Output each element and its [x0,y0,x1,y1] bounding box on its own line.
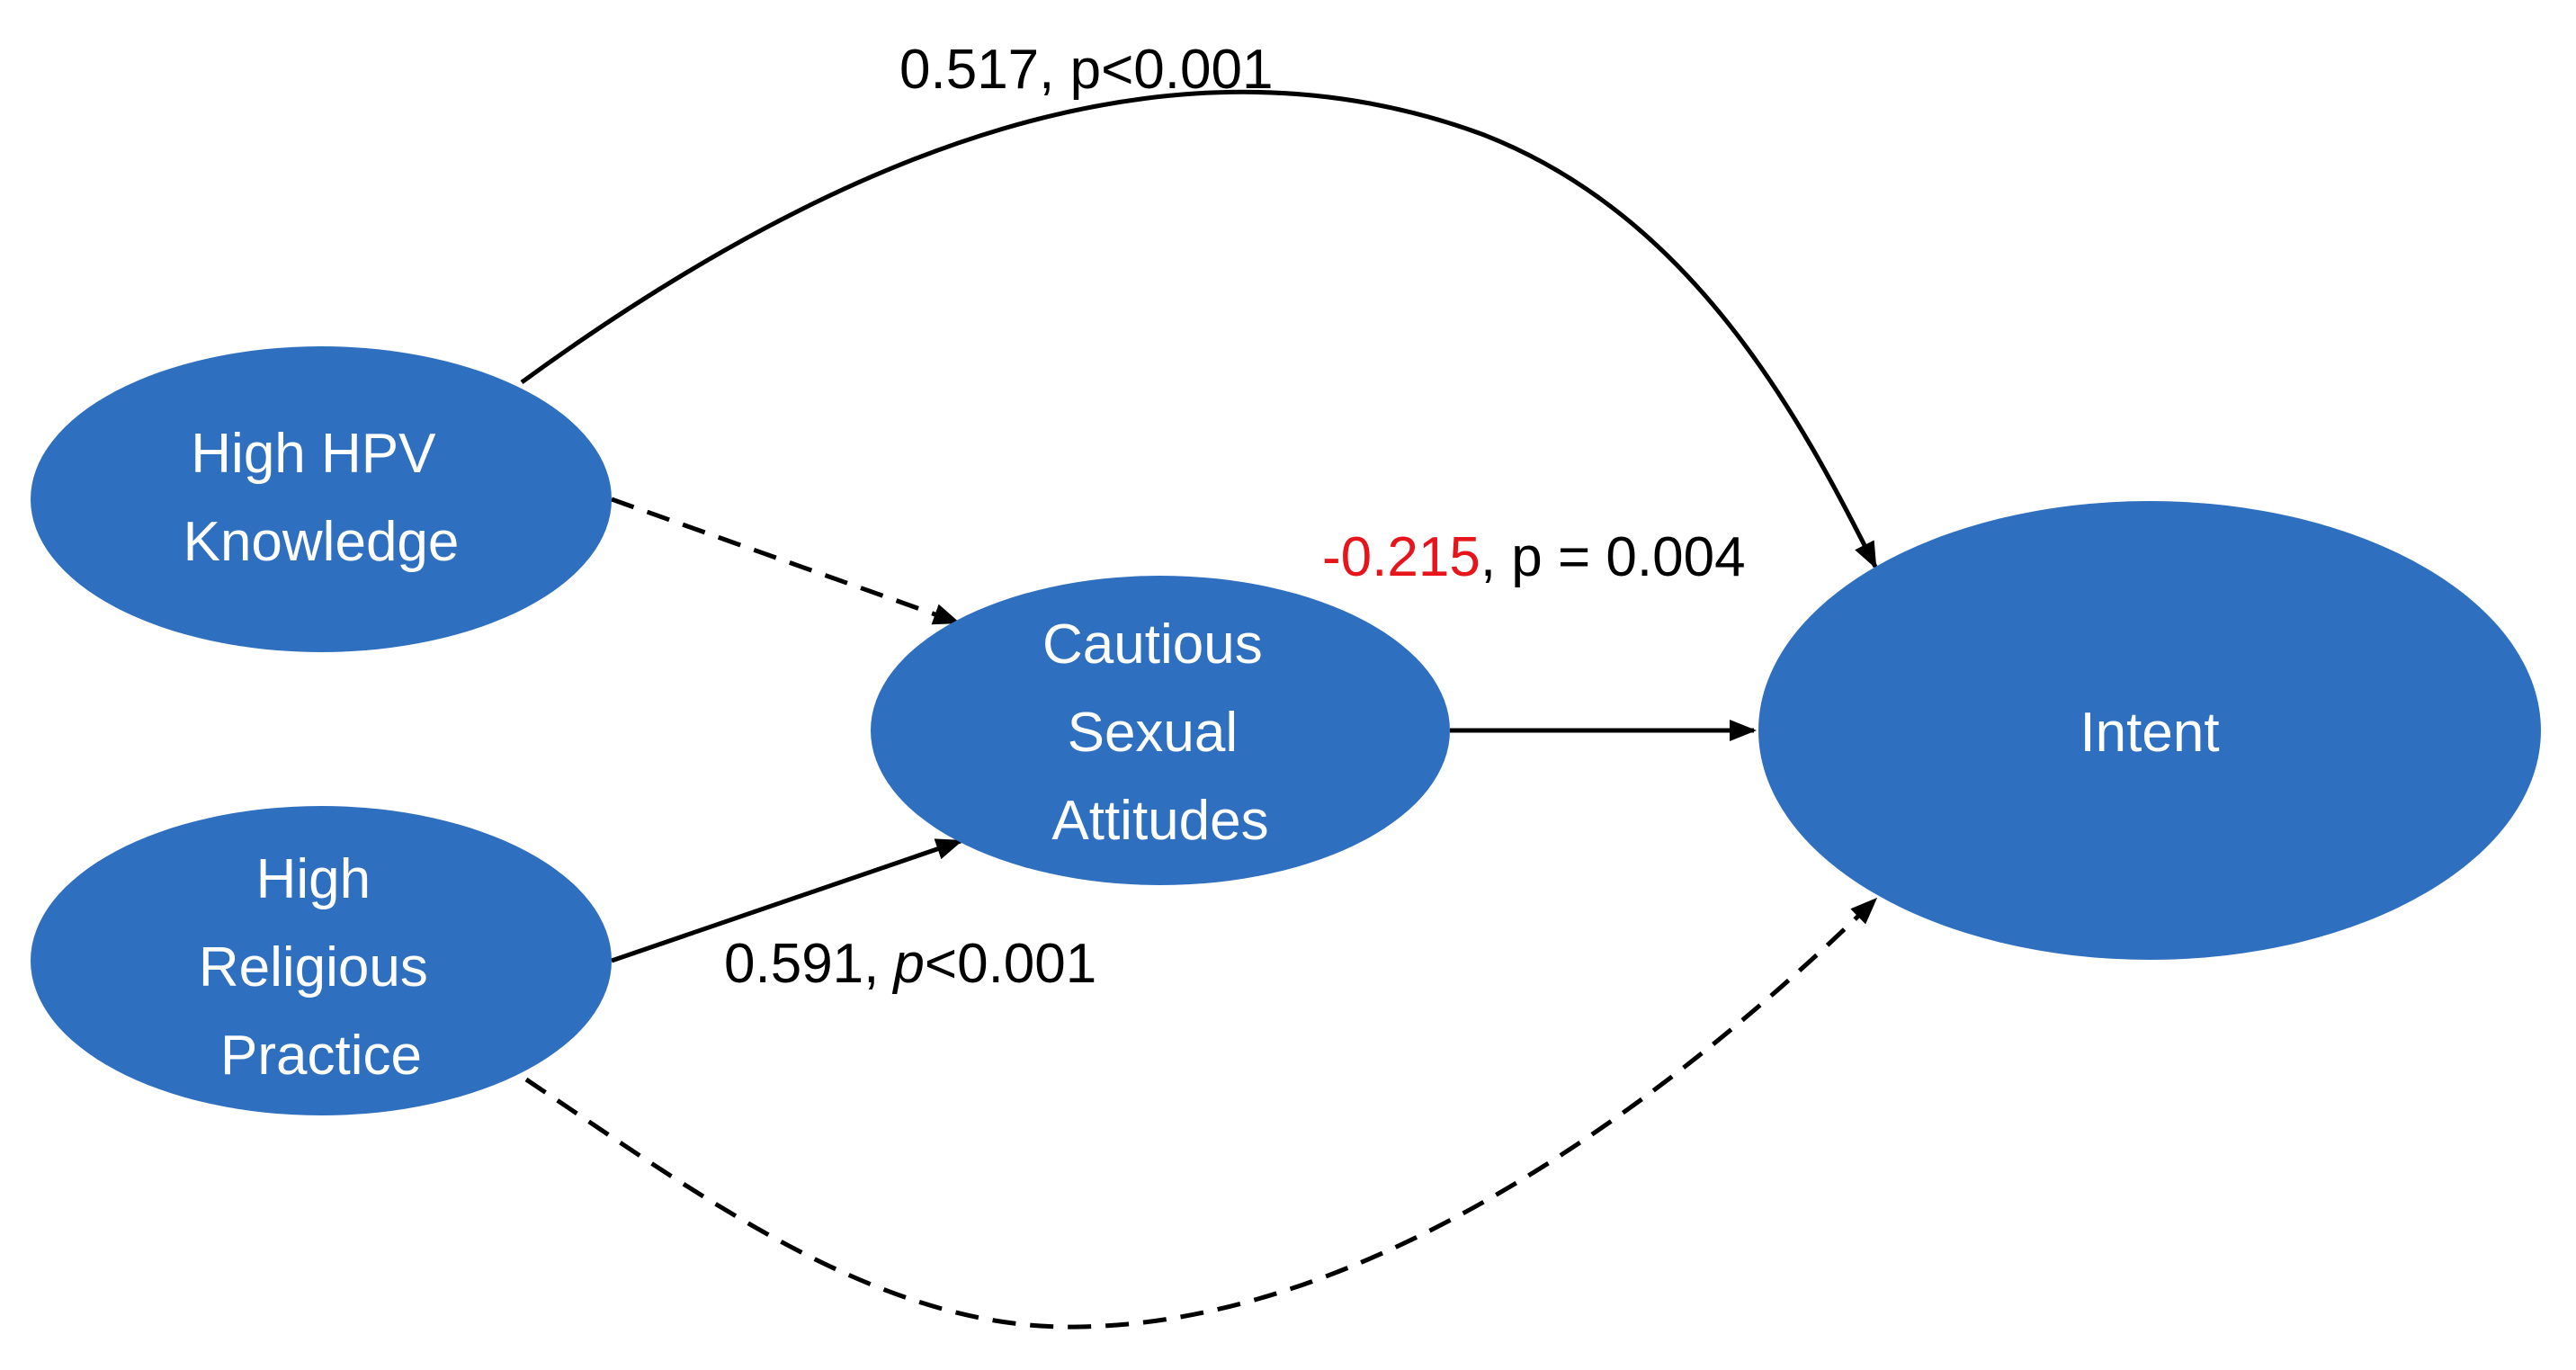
node-label-line: High [256,848,371,910]
edge-knowledge-to-attitudes [611,497,961,625]
node-label-line: Attitudes [1051,790,1268,852]
node-high-religious-practice-shape [31,806,612,1115]
edge-knowledge-to-intent [520,89,1878,569]
node-label-line: Sexual [1068,702,1239,764]
negative-coefficient-value: -0.215 [1322,526,1480,588]
coefficient-value: 0.517 [899,39,1039,101]
label-knowledge-to-intent: 0.517, p<0.001 [899,39,1273,101]
node-cautious-sexual-attitudes-shape [871,576,1450,885]
node-cautious-sexual-attitudes-label: Cautious Sexual Attitudes [1042,613,1278,852]
node-cautious-sexual-attitudes: Cautious Sexual Attitudes [871,576,1450,885]
coefficient-value: 0.591, [724,933,879,995]
node-intent: Intent [1758,501,2541,960]
p-value-text: <0.001 [925,933,1096,995]
node-label-line: Intent [2080,702,2219,764]
node-label-line: Religious [199,936,428,998]
node-label-line: Cautious [1042,613,1263,676]
node-intent-shape [1758,501,2541,960]
node-label-line: Knowledge [183,511,460,573]
node-label-line: High HPV [191,423,436,485]
p-value-text: , p<0.001 [1039,39,1273,101]
p-symbol: p [891,933,924,995]
node-high-religious-practice-label: High Religious Practice [199,848,443,1087]
p-value-text: , p = 0.004 [1480,526,1746,588]
node-intent-label: Intent [2080,702,2219,764]
node-high-hpv-knowledge: High HPV Knowledge [31,346,612,652]
node-label-line: Practice [220,1025,422,1087]
node-high-religious-practice: High Religious Practice [31,806,612,1115]
node-high-hpv-knowledge-shape [31,346,612,652]
label-attitudes-to-intent: -0.215, p = 0.004 [1322,526,1746,588]
node-high-hpv-knowledge-label: High HPV Knowledge [183,423,460,573]
label-religious-to-attitudes: 0.591,p<0.001 [724,933,1096,995]
edge-religious-to-intent [524,897,1878,1330]
edge-religious-to-attitudes [611,838,963,963]
